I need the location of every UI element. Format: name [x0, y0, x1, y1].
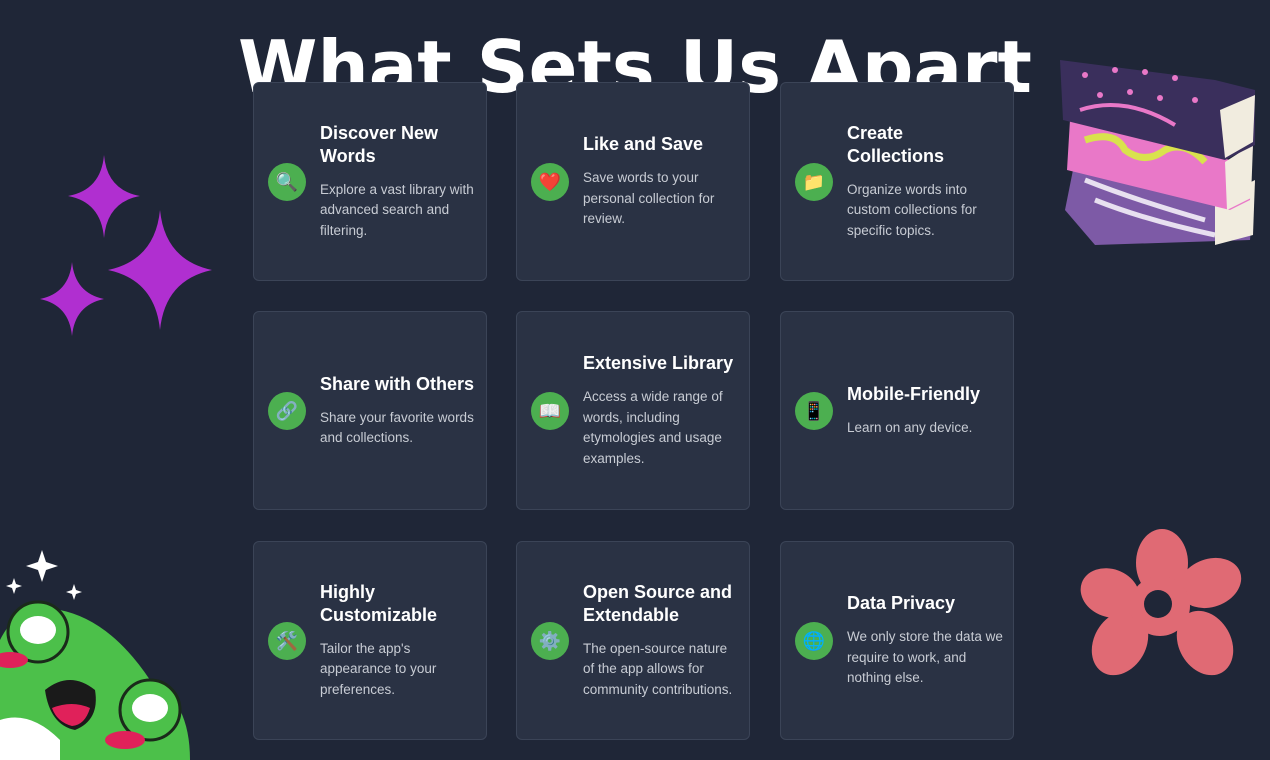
feature-card-discover[interactable]: 🔍 Discover New Words Explore a vast libr… [253, 82, 487, 281]
feature-title: Share with Others [320, 373, 475, 394]
feature-card-like-save[interactable]: ❤️ Like and Save Save words to your pers… [516, 82, 750, 281]
globe-icon: 🌐 [795, 621, 833, 660]
feature-title: Create Collections [847, 122, 945, 166]
link-icon: 🔗 [268, 391, 306, 430]
heart-icon: ❤️ [531, 162, 569, 201]
feature-description: The open-source nature of the app allows… [583, 640, 733, 697]
feature-card-share[interactable]: 🔗 Share with Others Share your favorite … [253, 311, 487, 510]
feature-title: Highly Customizable [320, 581, 438, 625]
feature-description: Access a wide range of words, including … [583, 389, 723, 466]
tools-icon: 🛠️ [268, 621, 306, 660]
feature-title: Data Privacy [847, 593, 956, 614]
feature-title: Open Source and Extendable [583, 581, 733, 625]
feature-title: Like and Save [583, 134, 704, 155]
feature-description: Save words to your personal collection f… [583, 170, 715, 227]
gear-icon: ⚙️ [531, 621, 569, 660]
feature-description: Tailor the app's appearance to your pref… [320, 640, 437, 697]
feature-title: Discover New Words [320, 122, 439, 166]
feature-description: Organize words into custom collections f… [847, 181, 977, 238]
flower-decoration [1080, 529, 1242, 676]
frog-decoration [0, 550, 190, 760]
books-decoration [1060, 60, 1255, 245]
folder-icon: 📁 [795, 162, 833, 201]
feature-title: Extensive Library [583, 353, 734, 373]
magnifier-icon: 🔍 [268, 162, 306, 201]
feature-description: We only store the data we require to wor… [847, 629, 1003, 686]
feature-card-privacy[interactable]: 🌐 Data Privacy We only store the data we… [780, 541, 1014, 740]
feature-description: Explore a vast library with advanced sea… [320, 181, 474, 238]
feature-description: Share your favorite words and collection… [320, 409, 474, 446]
feature-card-library[interactable]: 📖 Extensive Library Access a wide range … [516, 311, 750, 510]
mobile-icon: 📱 [795, 391, 833, 430]
sparkles-decoration [40, 155, 212, 336]
feature-card-customizable[interactable]: 🛠️ Highly Customizable Tailor the app's … [253, 541, 487, 740]
feature-card-open-source[interactable]: ⚙️ Open Source and Extendable The open-s… [516, 541, 750, 740]
feature-title: Mobile-Friendly [847, 383, 981, 404]
feature-card-mobile[interactable]: 📱 Mobile-Friendly Learn on any device. [780, 311, 1014, 510]
book-icon: 📖 [531, 391, 569, 430]
feature-description: Learn on any device. [847, 419, 973, 435]
feature-card-collections[interactable]: 📁 Create Collections Organize words into… [780, 82, 1014, 281]
